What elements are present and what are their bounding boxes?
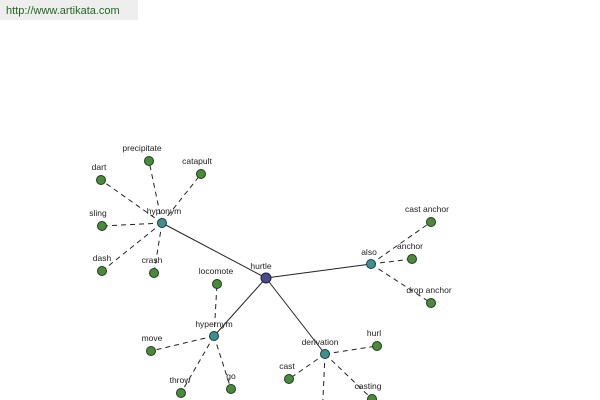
node-label-cast: cast (279, 361, 295, 371)
node-circle-hurtle[interactable] (260, 272, 272, 284)
node-label-dart: dart (92, 162, 107, 172)
edge-hurtle-hypernym (213, 277, 267, 337)
node-label-casting: casting (355, 381, 382, 391)
edge-hyponym-dash (101, 222, 163, 272)
node-circle-catapult[interactable] (196, 169, 206, 179)
source-url-link[interactable]: http://www.artikata.com (0, 0, 138, 20)
graph-nodes: dart precipitate catapult sling dash crash cas… (89, 143, 452, 400)
node-label-go: go (226, 371, 236, 381)
node-hypernym[interactable]: hypernym (195, 319, 233, 341)
edge-also-anchor (370, 258, 413, 265)
edge-derivation-casting (324, 353, 373, 400)
node-circle-dash[interactable] (97, 266, 107, 276)
node-circle-cast[interactable] (284, 374, 294, 384)
edge-hurtle-also (265, 263, 372, 279)
edge-derivation-hurl (324, 345, 378, 355)
edge-hypernym-throw (180, 335, 215, 394)
node-circle-dart[interactable] (96, 175, 106, 185)
node-circle-sling[interactable] (97, 221, 107, 231)
node-circle-hypernym[interactable] (209, 331, 219, 341)
node-casting[interactable]: casting (355, 381, 382, 400)
edge-hyponym-catapult (161, 173, 202, 224)
node-circle-precipitate[interactable] (144, 156, 154, 166)
node-label-hyponym: hyponym (147, 206, 182, 216)
node-label-hypernym: hypernym (195, 319, 232, 329)
node-label-dash: dash (93, 253, 112, 263)
node-label-hurl: hurl (367, 328, 381, 338)
node-drop-anchor[interactable]: drop anchor (406, 285, 452, 308)
node-label-hurtle: hurtle (250, 261, 272, 271)
node-circle-casting[interactable] (367, 394, 377, 400)
node-circle-hurl[interactable] (372, 341, 382, 351)
node-circle-hyponym[interactable] (157, 218, 167, 228)
node-move[interactable]: move (142, 333, 163, 356)
node-label-also: also (361, 247, 377, 257)
node-circle-locomote[interactable] (212, 279, 222, 289)
node-label-sling: sling (89, 208, 107, 218)
node-dart[interactable]: dart (92, 162, 107, 185)
node-label-crash: crash (142, 255, 163, 265)
node-circle-drop-anchor[interactable] (426, 298, 436, 308)
node-circle-cast-anchor[interactable] (426, 217, 436, 227)
node-label-move: move (142, 333, 163, 343)
node-circle-derivation[interactable] (320, 349, 330, 359)
node-circle-throw[interactable] (176, 388, 186, 398)
node-label-locomote: locomote (199, 266, 234, 276)
node-also[interactable]: also (361, 247, 377, 269)
node-circle-move[interactable] (146, 346, 156, 356)
node-label-catapult: catapult (182, 156, 212, 166)
edge-derivation-cast (288, 353, 326, 380)
node-label-derivation: derivation (302, 337, 339, 347)
edge-hyponym-dart (100, 179, 163, 224)
edge-hurtle-hyponym (161, 222, 267, 279)
node-label-throw: throw (170, 375, 192, 385)
edge-hyponym-sling (101, 222, 163, 227)
node-label-anchor: anchor (397, 241, 423, 251)
node-locomote[interactable]: locomote (199, 266, 234, 289)
edge-also-drop-anchor (370, 263, 432, 304)
node-label-precipitate: precipitate (122, 143, 161, 153)
edge-derivation-offscreen (322, 353, 326, 400)
node-anchor[interactable]: anchor (397, 241, 423, 264)
node-circle-also[interactable] (366, 259, 376, 269)
node-circle-go[interactable] (226, 384, 236, 394)
node-hurtle[interactable]: hurtle (250, 261, 272, 284)
node-cast-anchor[interactable]: cast anchor (405, 204, 449, 227)
node-precipitate[interactable]: precipitate (122, 143, 162, 166)
edge-hyponym-crash (153, 222, 163, 274)
node-go[interactable]: go (226, 371, 236, 394)
edge-hypernym-go (213, 335, 232, 390)
node-throw[interactable]: throw (170, 375, 192, 398)
edge-hyponym-precipitate (148, 160, 163, 224)
node-hurl[interactable]: hurl (367, 328, 382, 351)
graph-edges (100, 160, 432, 400)
node-crash[interactable]: crash (142, 255, 163, 278)
node-circle-crash[interactable] (149, 268, 159, 278)
node-circle-anchor[interactable] (407, 254, 417, 264)
node-dash[interactable]: dash (93, 253, 112, 276)
node-catapult[interactable]: catapult (182, 156, 213, 179)
node-hyponym[interactable]: hyponym (147, 206, 182, 228)
node-label-drop-anchor: drop anchor (406, 285, 452, 295)
edge-also-cast-anchor (370, 221, 432, 265)
node-sling[interactable]: sling (89, 208, 107, 231)
node-derivation[interactable]: derivation (302, 337, 339, 359)
node-label-cast-anchor: cast anchor (405, 204, 449, 214)
node-cast[interactable]: cast (279, 361, 295, 384)
edge-hurtle-derivation (265, 277, 326, 355)
edge-hypernym-move (150, 335, 215, 352)
